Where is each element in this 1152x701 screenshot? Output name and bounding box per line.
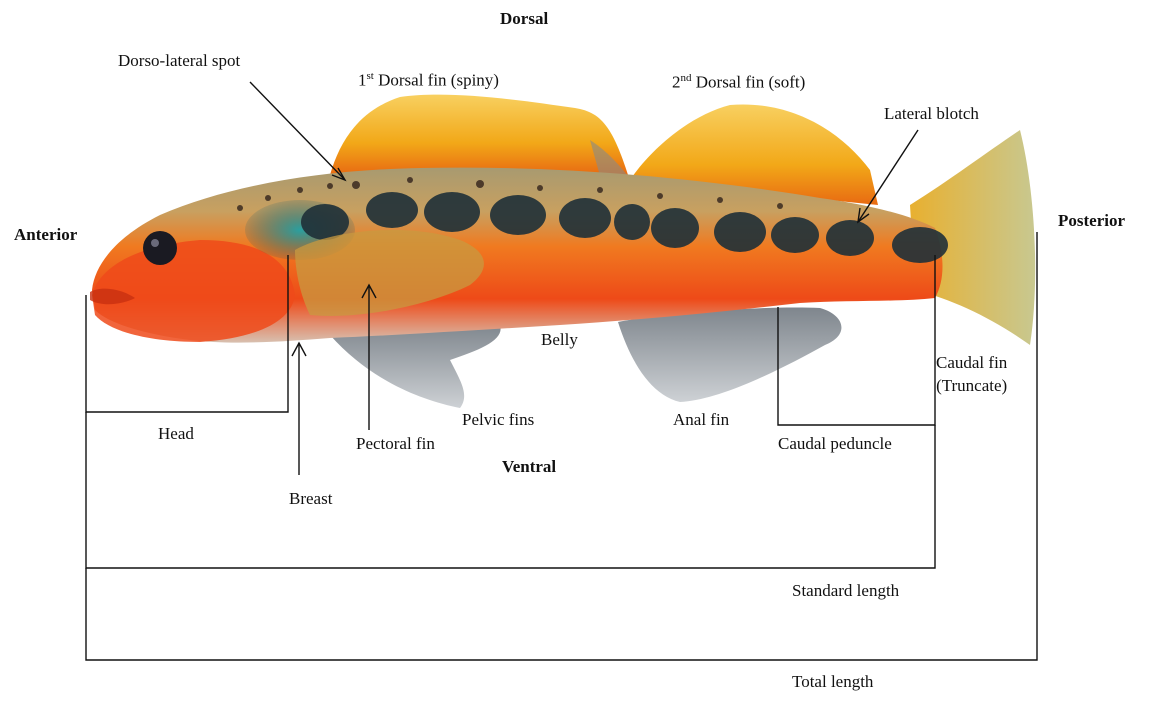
posterior-label: Posterior (1058, 212, 1125, 231)
eye (143, 231, 177, 265)
dorso-lateral-spot-label: Dorso-lateral spot (118, 52, 240, 71)
anal-fin-label: Anal fin (673, 411, 729, 430)
ventral-label: Ventral (502, 458, 556, 477)
caudal-peduncle-label: Caudal peduncle (778, 435, 892, 454)
first-dorsal-fin (330, 95, 628, 175)
belly-label: Belly (541, 331, 578, 350)
total-length-label: Total length (792, 673, 873, 692)
lateral-blotch-label: Lateral blotch (884, 105, 979, 124)
breast-label: Breast (289, 490, 332, 509)
caudal-fin-label: Caudal fin (Truncate) (936, 354, 1007, 395)
head-label: Head (158, 425, 194, 444)
second-dorsal-fin-label: 2nd Dorsal fin (soft) (672, 72, 805, 92)
first-dorsal-fin-label: 1st Dorsal fin (spiny) (358, 70, 499, 90)
standard-length-label: Standard length (792, 582, 899, 601)
pectoral-fin-label: Pectoral fin (356, 435, 435, 454)
anterior-label: Anterior (14, 226, 77, 245)
anal-fin (618, 307, 841, 402)
pelvic-fins-label: Pelvic fins (462, 411, 534, 430)
dorsal-label: Dorsal (500, 10, 548, 29)
